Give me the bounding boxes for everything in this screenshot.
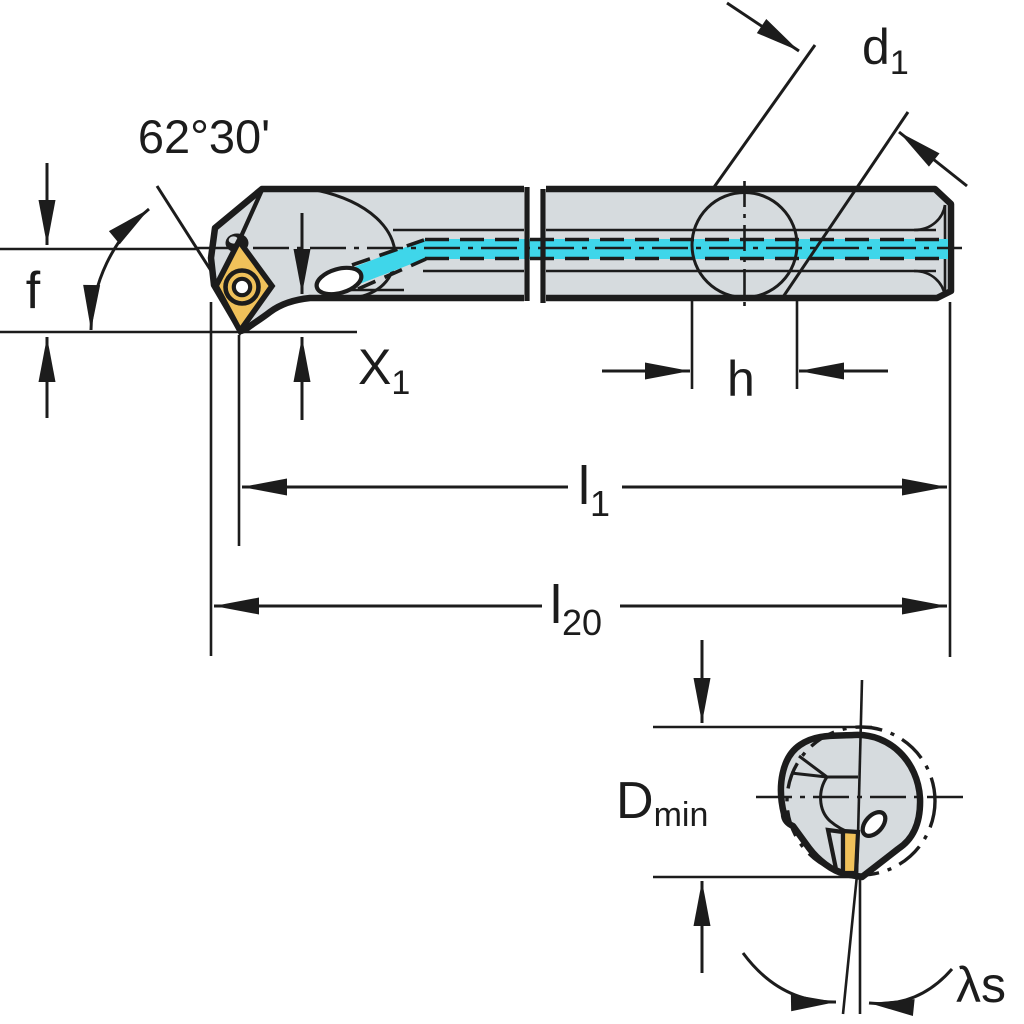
insert	[212, 235, 276, 337]
label-l1-sub: 1	[590, 483, 610, 524]
label-angle: 62°30'	[138, 110, 270, 163]
lambda-arc-right	[868, 968, 954, 1017]
label-l20: l20	[550, 575, 602, 643]
label-lambda-s: λs	[956, 957, 1006, 1013]
label-x1-base: X	[358, 339, 391, 395]
coolant-hidden-lines	[351, 237, 948, 291]
label-d1: d1	[862, 19, 909, 82]
angle-arc	[83, 207, 150, 331]
end-chamfer-line-1	[798, 754, 828, 779]
end-insert-face	[840, 828, 861, 876]
label-h: h	[727, 351, 755, 407]
coolant-dash-angled-bottom	[357, 257, 427, 291]
label-f: f	[26, 262, 41, 320]
main-view	[196, 181, 962, 337]
end-coolant-exit	[860, 810, 888, 838]
label-dmin: Dmin	[616, 772, 708, 834]
d1-oblique-line-top	[710, 44, 817, 191]
label-l1-base: l	[578, 456, 590, 516]
label-x1: X1	[358, 339, 410, 402]
label-dmin-base: D	[616, 772, 654, 830]
d1-oblique-line-bottom	[779, 111, 910, 301]
coolant-dash-angled-top	[351, 238, 425, 267]
coolant-exit-hole	[314, 265, 364, 297]
end-view	[653, 640, 967, 1017]
insert-pocket-edge	[237, 189, 264, 242]
end-insert-edge-line	[855, 679, 864, 876]
d1-leader-lower	[898, 130, 968, 188]
label-l20-base: l	[550, 575, 562, 635]
label-d1-sub: 1	[890, 44, 909, 82]
label-d1-base: d	[862, 19, 890, 75]
label-l1: l1	[578, 456, 610, 524]
lambda-arc-left	[741, 952, 837, 1012]
label-l20-sub: 20	[562, 602, 602, 643]
dimension-annotations	[0, 1, 968, 657]
angle-reference-line	[155, 185, 217, 278]
insert-screw-hole	[231, 276, 253, 298]
labels: 62°30' f X1 d1 h l1 l20 Dmin λs	[26, 19, 1006, 1013]
insert-washer-ring	[223, 268, 261, 306]
label-dmin-sub: min	[654, 796, 709, 834]
break-lines	[524, 187, 546, 303]
d1-leader-upper	[726, 1, 800, 53]
label-x1-sub: 1	[391, 364, 410, 402]
end-chamfer-line-2	[790, 771, 828, 779]
lambda-inclined-line	[841, 874, 859, 1015]
end-view-body	[777, 731, 924, 881]
